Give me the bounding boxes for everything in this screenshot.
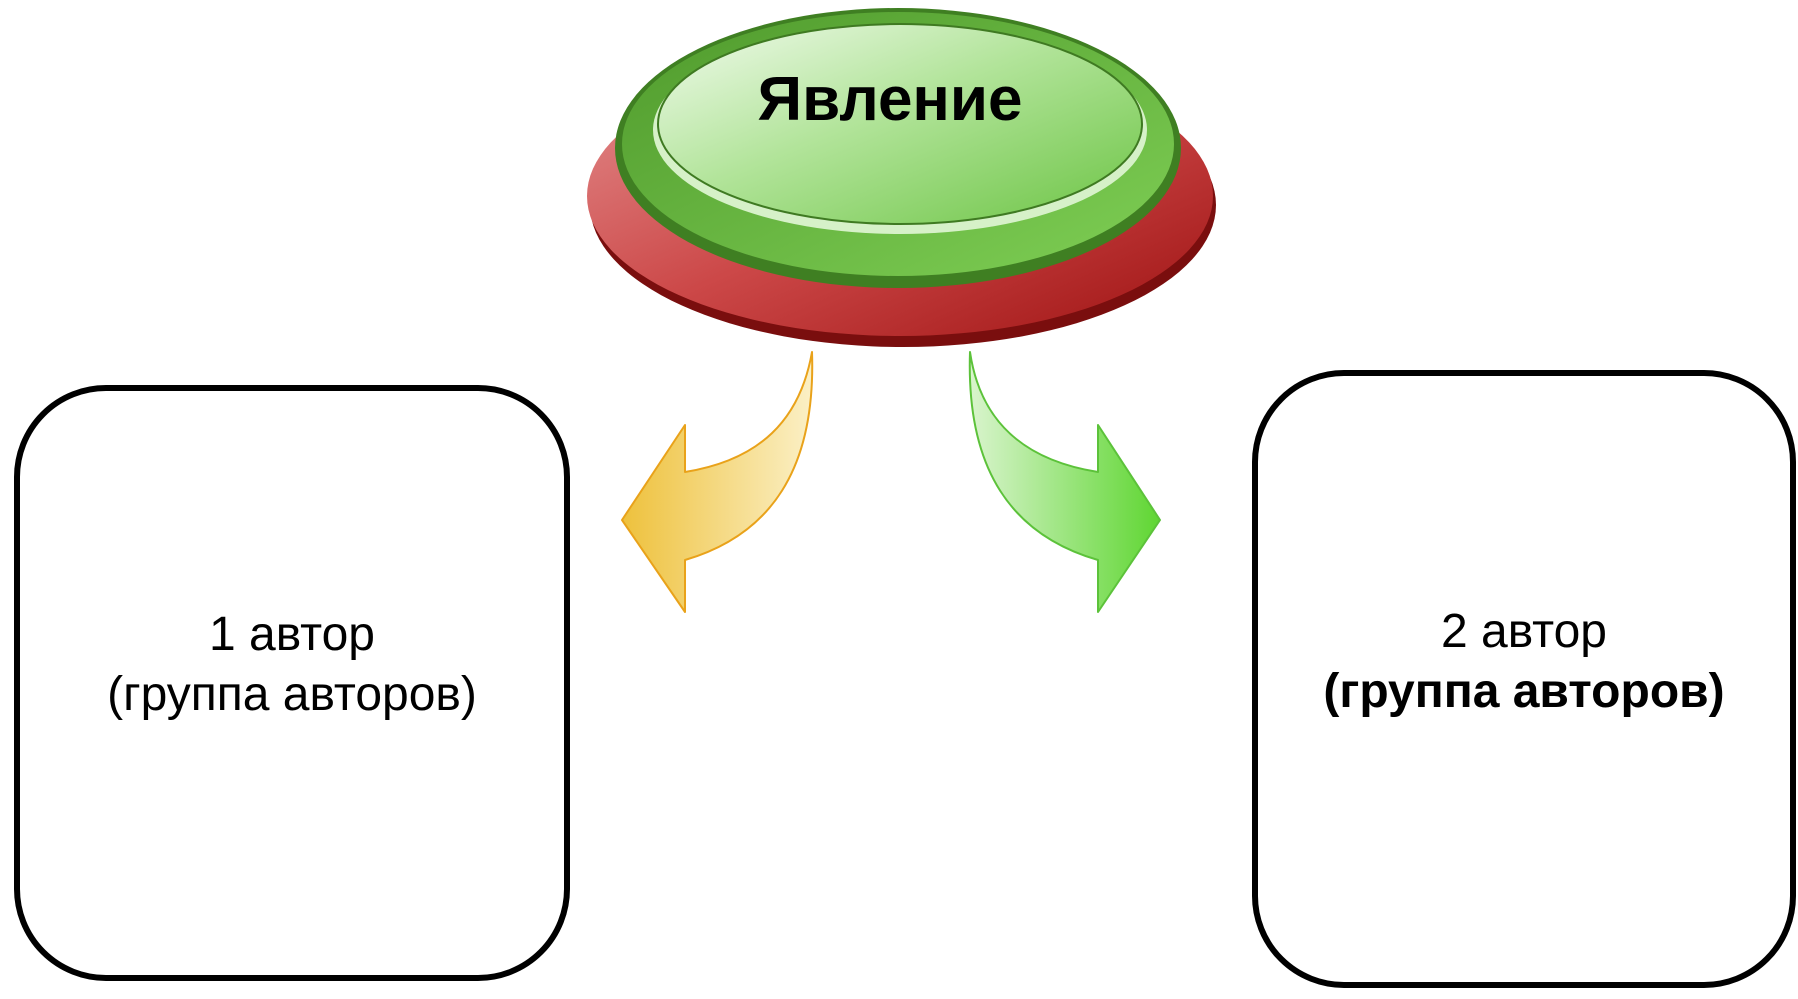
author-2-text: 2 автор (группа авторов): [1258, 602, 1790, 722]
author-2-line2: (группа авторов): [1323, 665, 1725, 718]
author-1-text: 1 автор (группа авторов): [20, 605, 564, 725]
author-2-box: 2 автор (группа авторов): [1252, 370, 1796, 988]
phenomenon-label: Явление: [757, 65, 1023, 134]
curved-arrow-right-icon: [968, 351, 1161, 613]
author-1-line1: 1 автор: [208, 608, 375, 661]
author-1-line2: (группа авторов): [107, 668, 477, 721]
phenomenon-node: [615, 8, 1181, 288]
author-1-box: 1 автор (группа авторов): [14, 385, 570, 981]
curved-arrow-left-icon: [621, 351, 814, 613]
author-2-line1: 2 автор: [1440, 605, 1607, 658]
